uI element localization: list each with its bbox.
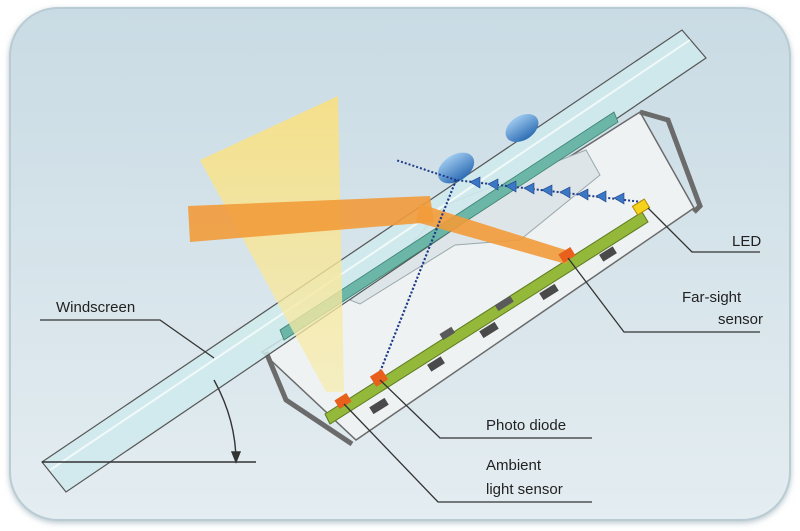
ambient-label-line1: Ambient [486, 457, 542, 474]
far-sight-beam [188, 196, 572, 264]
rain-drop [437, 152, 475, 184]
leader-lines [40, 207, 760, 503]
reflected-beam [395, 159, 457, 181]
rain-drops [437, 113, 539, 184]
far-sight-label-line1: Far-sight [682, 289, 742, 306]
circuit-board [324, 211, 649, 425]
far-sight-label-line2: sensor [718, 311, 763, 328]
windscreen-label: Windscreen [56, 299, 135, 316]
photo-diode-chip [369, 369, 389, 387]
board-component [427, 356, 445, 372]
board-component [539, 283, 559, 301]
led-chip [631, 198, 651, 216]
led-beam-arrows [469, 176, 625, 205]
photo-diode-beam [379, 179, 457, 373]
board-component [599, 246, 617, 262]
led-leader [647, 207, 760, 253]
ambient-light-sensor-chip [334, 393, 352, 409]
ambient-light-cone [200, 96, 344, 392]
board-component [439, 326, 456, 341]
board-component [369, 397, 389, 415]
far-sight-leader [567, 257, 760, 333]
rain-drop [505, 113, 539, 143]
board-component [479, 321, 499, 339]
far-sight-sensor-chip [558, 247, 576, 263]
photo-diode-leader [379, 379, 592, 439]
led-label: LED [732, 233, 761, 250]
ambient-leader [343, 403, 592, 503]
windscreen-angle-marker [42, 379, 256, 464]
board-component [494, 295, 514, 312]
photo-diode-label: Photo diode [486, 417, 566, 434]
windscreen-leader [40, 319, 215, 359]
ambient-label-line2: light sensor [486, 481, 563, 498]
